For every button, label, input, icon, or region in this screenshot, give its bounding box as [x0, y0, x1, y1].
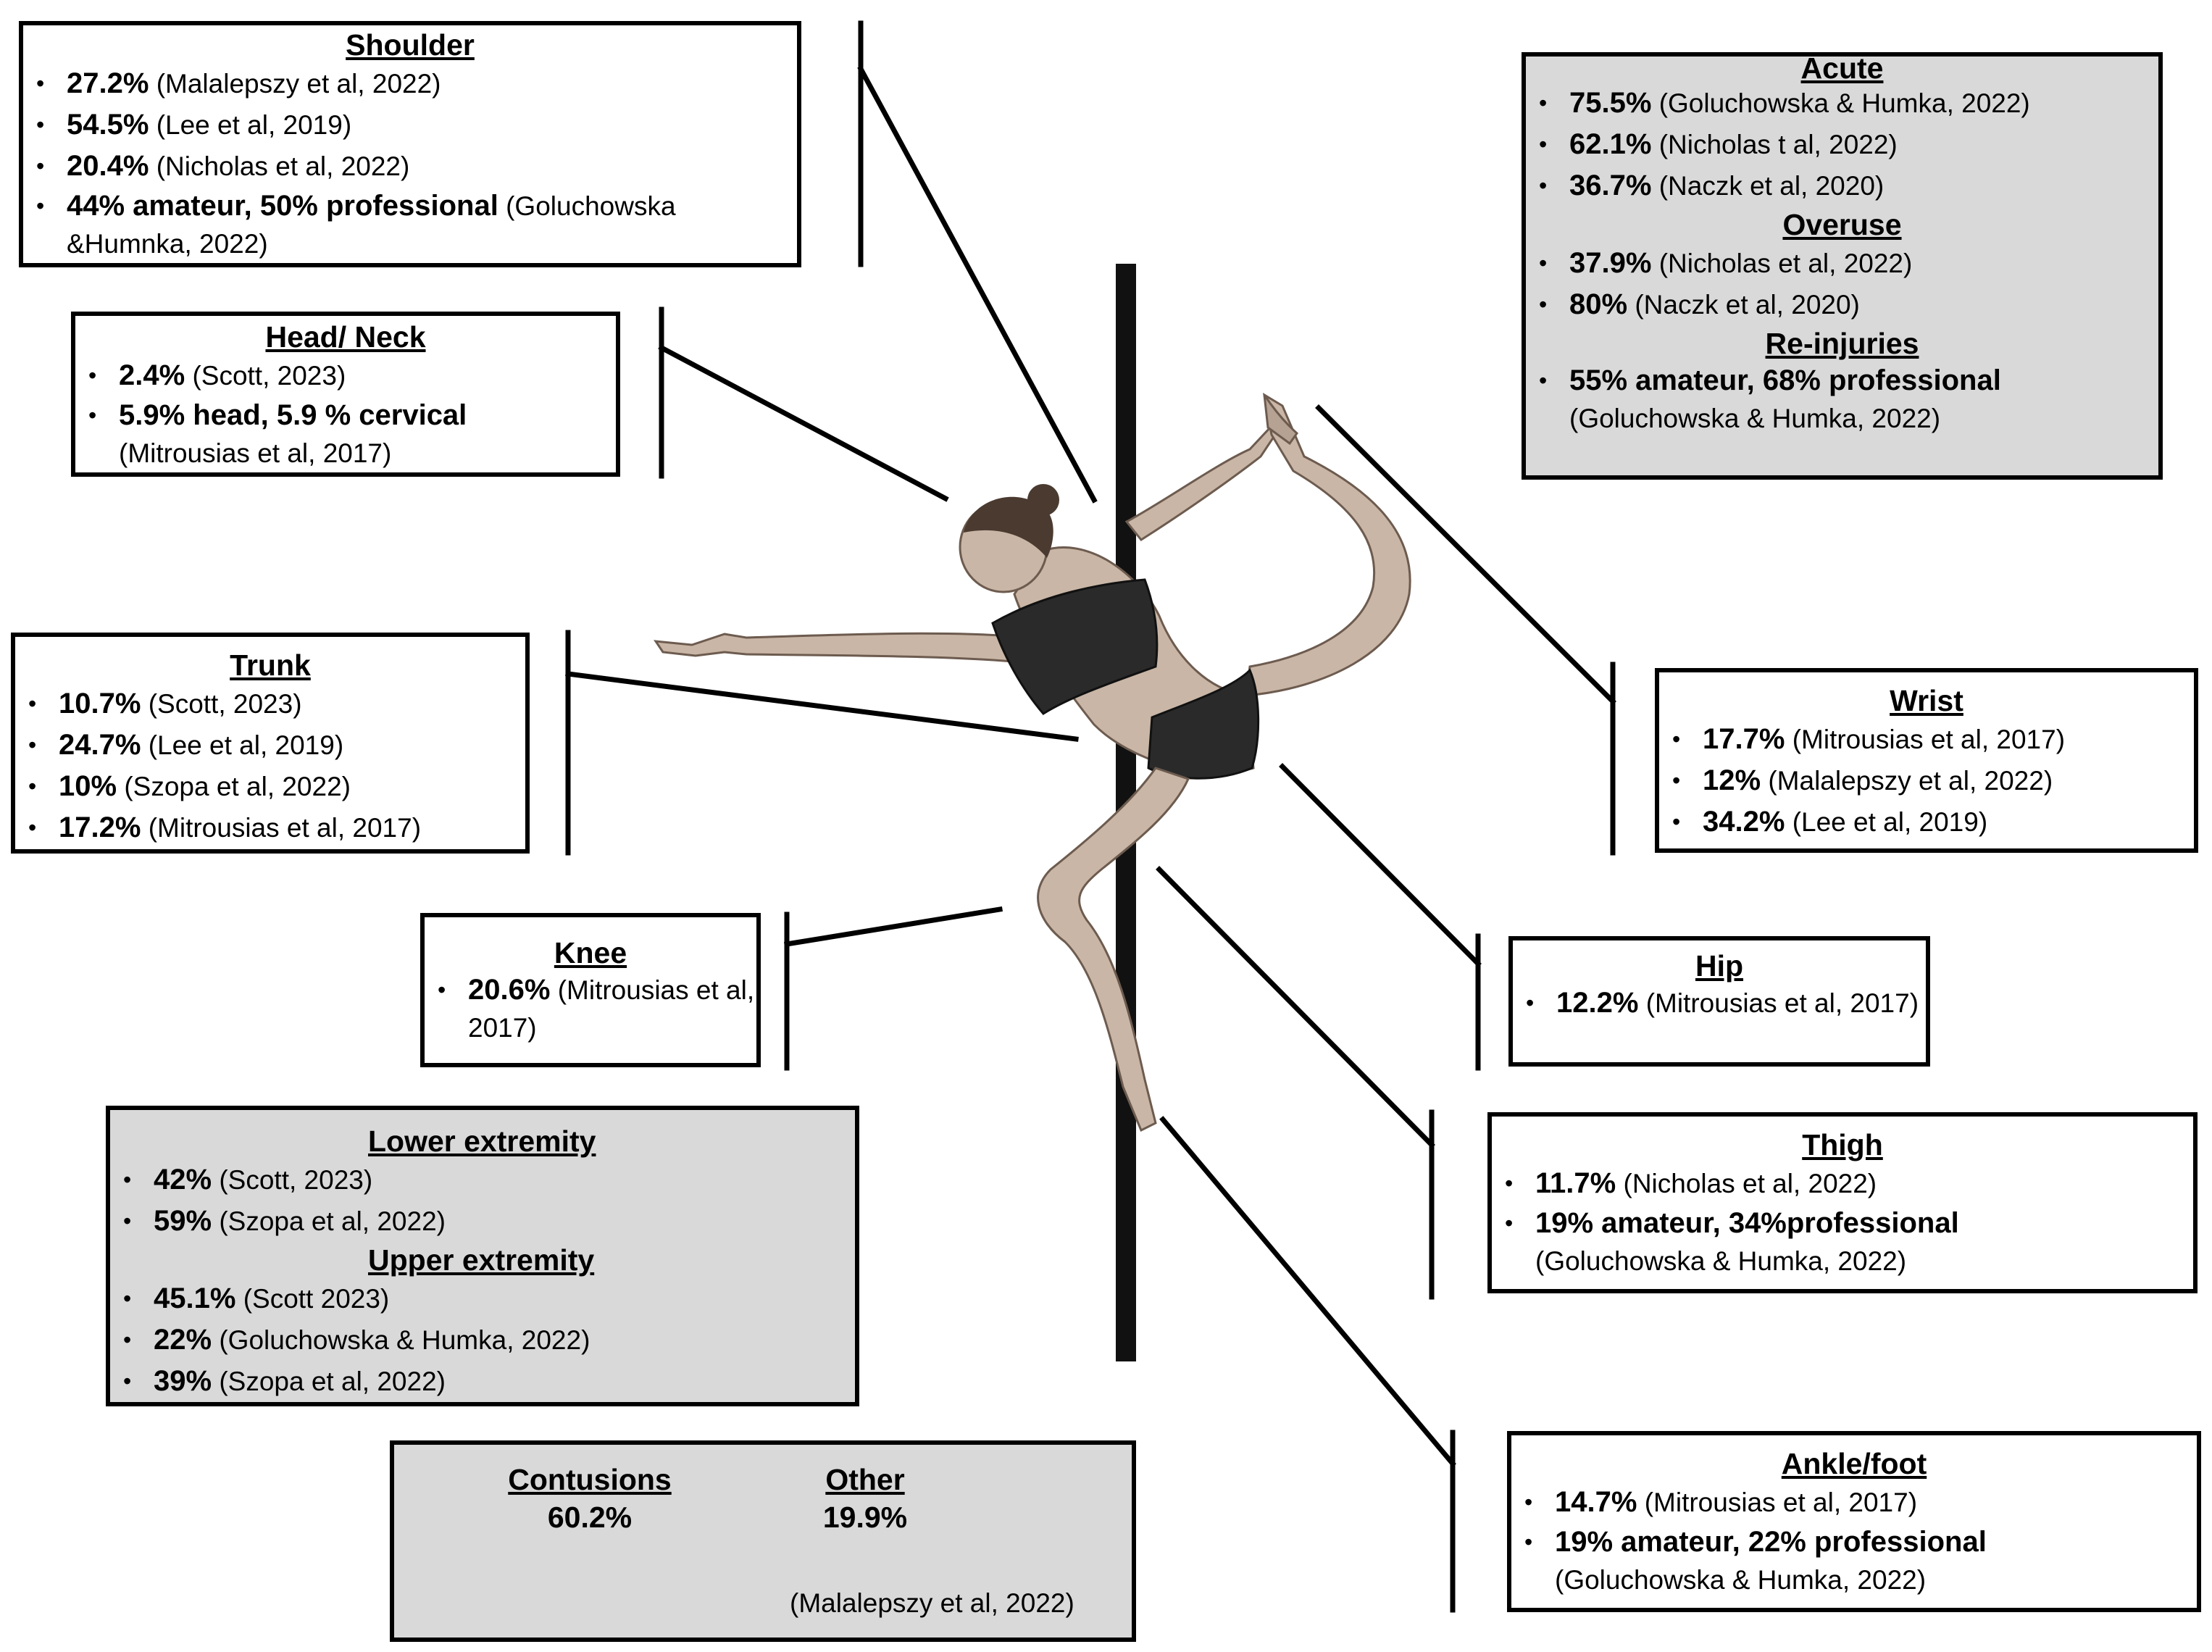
head-neck-title: Head/ Neck: [265, 320, 426, 354]
list-item: 19% amateur, 22% professional (Goluchows…: [1511, 1523, 2197, 1599]
wrist-connector: [1315, 404, 1616, 705]
overuse-list: 37.9% (Nicholas et al, 2022) 80% (Naczk …: [1526, 243, 2158, 325]
list-item: 54.5% (Lee et al, 2019): [23, 104, 797, 146]
wrist-title: Wrist: [1890, 684, 1963, 717]
contusions-stat: Contusions 60.2%: [481, 1461, 698, 1536]
upper-extremity-list: 45.1% (Scott 2023) 22% (Goluchowska & Hu…: [110, 1278, 855, 1402]
extremity-box: Lower extremity 42% (Scott, 2023) 59% (S…: [106, 1106, 859, 1406]
wrist-list: 17.7% (Mitrousias et al, 2017) 12% (Mala…: [1659, 719, 2194, 843]
trunk-connector: [565, 671, 1079, 742]
list-item: 22% (Goluchowska & Humka, 2022): [110, 1319, 855, 1361]
list-item: 44% amateur, 50% professional (Goluchows…: [23, 187, 797, 263]
list-item: 10.7% (Scott, 2023): [15, 683, 525, 725]
contusions-title: Contusions: [508, 1463, 672, 1496]
lower-extremity-list: 42% (Scott, 2023) 59% (Szopa et al, 2022…: [110, 1159, 855, 1242]
list-item: 59% (Szopa et al, 2022): [110, 1201, 855, 1242]
list-item: 36.7% (Naczk et al, 2020): [1526, 165, 2158, 206]
list-item: 20.4% (Nicholas et al, 2022): [23, 146, 797, 187]
hip-list: 12.2% (Mitrousias et al, 2017): [1513, 984, 1926, 1022]
acute-title: Acute: [1800, 51, 1884, 85]
head-neck-box: Head/ Neck 2.4% (Scott, 2023) 5.9% head,…: [71, 312, 620, 477]
ankle-foot-box: Ankle/foot 14.7% (Mitrousias et al, 2017…: [1507, 1431, 2201, 1612]
knee-box: Knee 20.6% (Mitrousias et al, 2017): [420, 913, 761, 1067]
lower-extremity-title: Lower extremity: [368, 1125, 596, 1158]
knee-list: 20.6% (Mitrousias et al, 2017): [425, 971, 756, 1047]
shoulder-connector: [857, 65, 1098, 504]
list-item: 37.9% (Nicholas et al, 2022): [1526, 243, 2158, 284]
thigh-list: 11.7% (Nicholas et al, 2022) 19% amateur…: [1492, 1163, 2193, 1280]
reinjury-title: Re-injuries: [1765, 327, 1919, 360]
other-title: Other: [825, 1463, 905, 1496]
acute-list: 75.5% (Goluchowska & Humka, 2022) 62.1% …: [1526, 83, 2158, 206]
thigh-connector: [1156, 866, 1435, 1148]
other-stat: Other 19.9%: [778, 1461, 952, 1536]
list-item: 17.7% (Mitrousias et al, 2017): [1659, 719, 2194, 760]
pole-dancer-figure: [653, 393, 1411, 1132]
trunk-list: 10.7% (Scott, 2023) 24.7% (Lee et al, 20…: [15, 683, 525, 848]
list-item: 12.2% (Mitrousias et al, 2017): [1513, 984, 1926, 1022]
hip-box: Hip 12.2% (Mitrousias et al, 2017): [1508, 936, 1930, 1067]
ankle-foot-title: Ankle/foot: [1781, 1447, 1927, 1480]
hip-title: Hip: [1695, 949, 1744, 983]
list-item: 14.7% (Mitrousias et al, 2017): [1511, 1482, 2197, 1523]
shoulder-title: Shoulder: [346, 28, 475, 62]
list-item: 55% amateur, 68% professional (Goluchows…: [1526, 362, 2158, 438]
wrist-box: Wrist 17.7% (Mitrousias et al, 2017) 12%…: [1655, 668, 2198, 853]
contusions-value: 60.2%: [547, 1501, 633, 1534]
other-value: 19.9%: [822, 1501, 908, 1534]
list-item: 12% (Malalepszy et al, 2022): [1659, 760, 2194, 801]
shoulder-box: Shoulder 27.2% (Malalepszy et al, 2022) …: [19, 21, 801, 267]
reinjury-list: 55% amateur, 68% professional (Goluchows…: [1526, 362, 2158, 438]
list-item: 17.2% (Mitrousias et al, 2017): [15, 807, 525, 848]
knee-title: Knee: [554, 936, 627, 969]
list-item: 19% amateur, 34%professional (Goluchowsk…: [1492, 1204, 2193, 1280]
list-item: 20.6% (Mitrousias et al, 2017): [425, 971, 756, 1047]
trunk-box: Trunk 10.7% (Scott, 2023) 24.7% (Lee et …: [11, 633, 530, 854]
list-item: 27.2% (Malalepszy et al, 2022): [23, 63, 797, 104]
ankle-foot-list: 14.7% (Mitrousias et al, 2017) 19% amate…: [1511, 1482, 2197, 1599]
thigh-title: Thigh: [1802, 1128, 1883, 1161]
list-item: 62.1% (Nicholas t al, 2022): [1526, 124, 2158, 165]
connector-lines: [565, 20, 1616, 1613]
acute-overuse-box: Acute 75.5% (Goluchowska & Humka, 2022) …: [1522, 52, 2163, 480]
hip-connector: [1279, 763, 1482, 967]
list-item: 42% (Scott, 2023): [110, 1159, 855, 1201]
list-item: 75.5% (Goluchowska & Humka, 2022): [1526, 83, 2158, 124]
list-item: 45.1% (Scott 2023): [110, 1278, 855, 1319]
trunk-title: Trunk: [230, 648, 311, 682]
list-item: 11.7% (Nicholas et al, 2022): [1492, 1163, 2193, 1204]
knee-connector: [783, 906, 1003, 948]
list-item: 39% (Szopa et al, 2022): [110, 1361, 855, 1402]
overuse-title: Overuse: [1782, 208, 1902, 241]
upper-extremity-title: Upper extremity: [368, 1243, 595, 1277]
ankle-connector: [1159, 1116, 1456, 1467]
list-item: 34.2% (Lee et al, 2019): [1659, 801, 2194, 843]
contusions-citation: (Malalepszy et al, 2022): [790, 1588, 1074, 1618]
head-neck-connector: [658, 344, 949, 502]
list-item: 80% (Naczk et al, 2020): [1526, 284, 2158, 325]
shoulder-list: 27.2% (Malalepszy et al, 2022) 54.5% (Le…: [23, 63, 797, 263]
list-item: 2.4% (Scott, 2023): [75, 355, 616, 396]
list-item: 5.9% head, 5.9 % cervical (Mitrousias et…: [75, 396, 616, 472]
thigh-box: Thigh 11.7% (Nicholas et al, 2022) 19% a…: [1487, 1112, 2198, 1293]
head-neck-list: 2.4% (Scott, 2023) 5.9% head, 5.9 % cerv…: [75, 355, 616, 472]
list-item: 24.7% (Lee et al, 2019): [15, 725, 525, 766]
contusions-box: Contusions 60.2% Other 19.9% (Malalepszy…: [390, 1440, 1136, 1642]
list-item: 10% (Szopa et al, 2022): [15, 766, 525, 807]
